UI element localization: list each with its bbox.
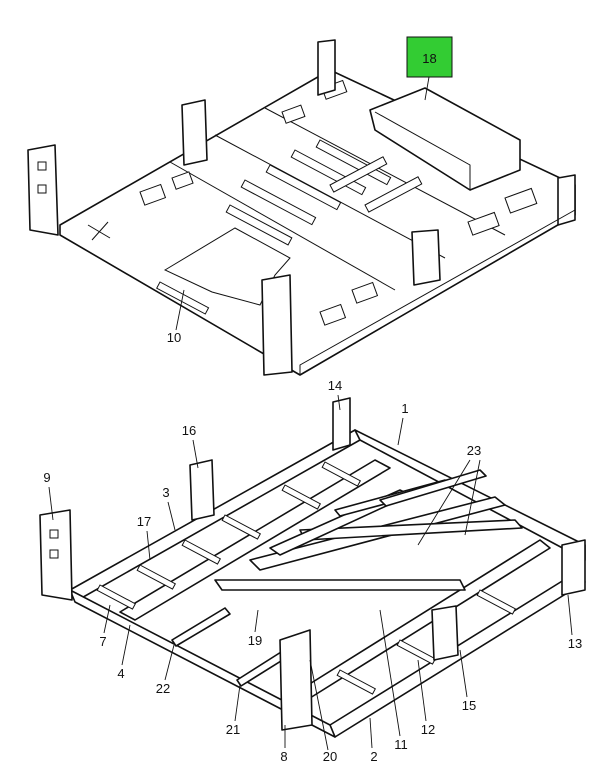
callout-15: 15: [462, 698, 476, 713]
callout-8: 8: [280, 749, 287, 761]
floor-panel-assembly: [27, 39, 576, 376]
callout-18-label: 18: [422, 51, 436, 66]
callout-21: 21: [226, 722, 240, 737]
callout-22: 22: [156, 681, 170, 696]
callout-13: 13: [568, 636, 582, 651]
callout-2: 2: [370, 749, 377, 761]
callout-4: 4: [117, 666, 124, 681]
callout-7: 7: [99, 634, 106, 649]
callout-23: 23: [467, 443, 481, 458]
callout-10: 10: [167, 330, 181, 345]
callout-19: 19: [248, 633, 262, 648]
callout-16: 16: [182, 423, 196, 438]
callout-9: 9: [43, 470, 50, 485]
callout-18-highlight[interactable]: 18: [406, 36, 453, 78]
callout-11: 11: [394, 737, 408, 752]
callout-1: 1: [401, 401, 408, 416]
callout-17: 17: [137, 514, 151, 529]
callout-12: 12: [421, 722, 435, 737]
callout-14: 14: [328, 378, 342, 393]
floor-frame-assembly: [39, 397, 586, 738]
callout-3: 3: [162, 485, 169, 500]
callout-20: 20: [323, 749, 337, 761]
